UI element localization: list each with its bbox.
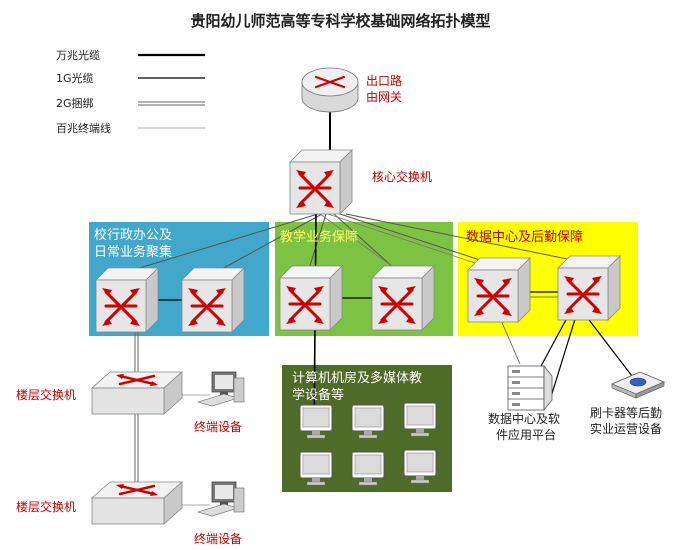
zone-admin-label-line1: 校行政办公及 bbox=[94, 228, 173, 243]
router-label-line1: 出口路 bbox=[366, 74, 403, 88]
terminal-1-label: 终端设备 bbox=[194, 420, 243, 434]
platform-label-line1: 数据中心及软 bbox=[488, 412, 561, 426]
floor-switch-2-icon[interactable] bbox=[90, 480, 184, 526]
terminal-pc-2-icon[interactable] bbox=[197, 481, 245, 517]
router-label-line2: 由网关 bbox=[366, 90, 403, 104]
datacenter-switch-2-icon[interactable] bbox=[556, 254, 622, 322]
teaching-switch-2-icon[interactable] bbox=[370, 264, 436, 332]
server-rack-icon[interactable] bbox=[507, 364, 553, 412]
page-title: 贵阳幼儿师范高等专科学校基础网络拓扑模型 bbox=[190, 12, 491, 30]
cardreader-label-line2: 实业运营设备 bbox=[590, 422, 663, 436]
admin-switch-1-icon[interactable] bbox=[94, 266, 160, 334]
floor-switch-1-label: 楼层交换机 bbox=[16, 388, 77, 402]
core-switch-icon[interactable] bbox=[288, 148, 354, 216]
cardreader-label-line1: 刷卡器等后勤 bbox=[590, 406, 663, 420]
legend-label-1g: 1G光缆 bbox=[56, 72, 94, 85]
core-switch-label: 核心交换机 bbox=[372, 170, 433, 184]
router-icon[interactable] bbox=[301, 67, 359, 113]
terminal-pc-1-icon[interactable] bbox=[197, 371, 245, 407]
datacenter-switch-1-icon[interactable] bbox=[466, 256, 532, 324]
floor-switch-2-label: 楼层交换机 bbox=[16, 500, 77, 514]
legend-label-100m: 百兆终端线 bbox=[56, 122, 111, 135]
legend-label-10g: 万兆光缆 bbox=[56, 49, 100, 62]
zone-admin-label-line2: 日常业务聚集 bbox=[94, 245, 173, 260]
terminal-2-label: 终端设备 bbox=[194, 532, 243, 546]
floor-switch-1-icon[interactable] bbox=[90, 370, 184, 416]
card-reader-icon[interactable] bbox=[610, 371, 666, 399]
teaching-switch-1-icon[interactable] bbox=[278, 264, 344, 332]
admin-switch-2-icon[interactable] bbox=[180, 266, 246, 334]
zone-datacenter-label: 数据中心及后勤保障 bbox=[466, 230, 584, 245]
zone-lab-label-line2: 学设备等 bbox=[292, 388, 345, 403]
zone-lab-label-line1: 计算机机房及多媒体教 bbox=[292, 371, 423, 386]
legend-lines bbox=[138, 53, 205, 129]
zone-teaching-label: 教学业务保障 bbox=[280, 230, 359, 245]
platform-label-line2: 件应用平台 bbox=[496, 428, 557, 442]
legend-label-2g: 2G捆绑 bbox=[56, 97, 94, 110]
